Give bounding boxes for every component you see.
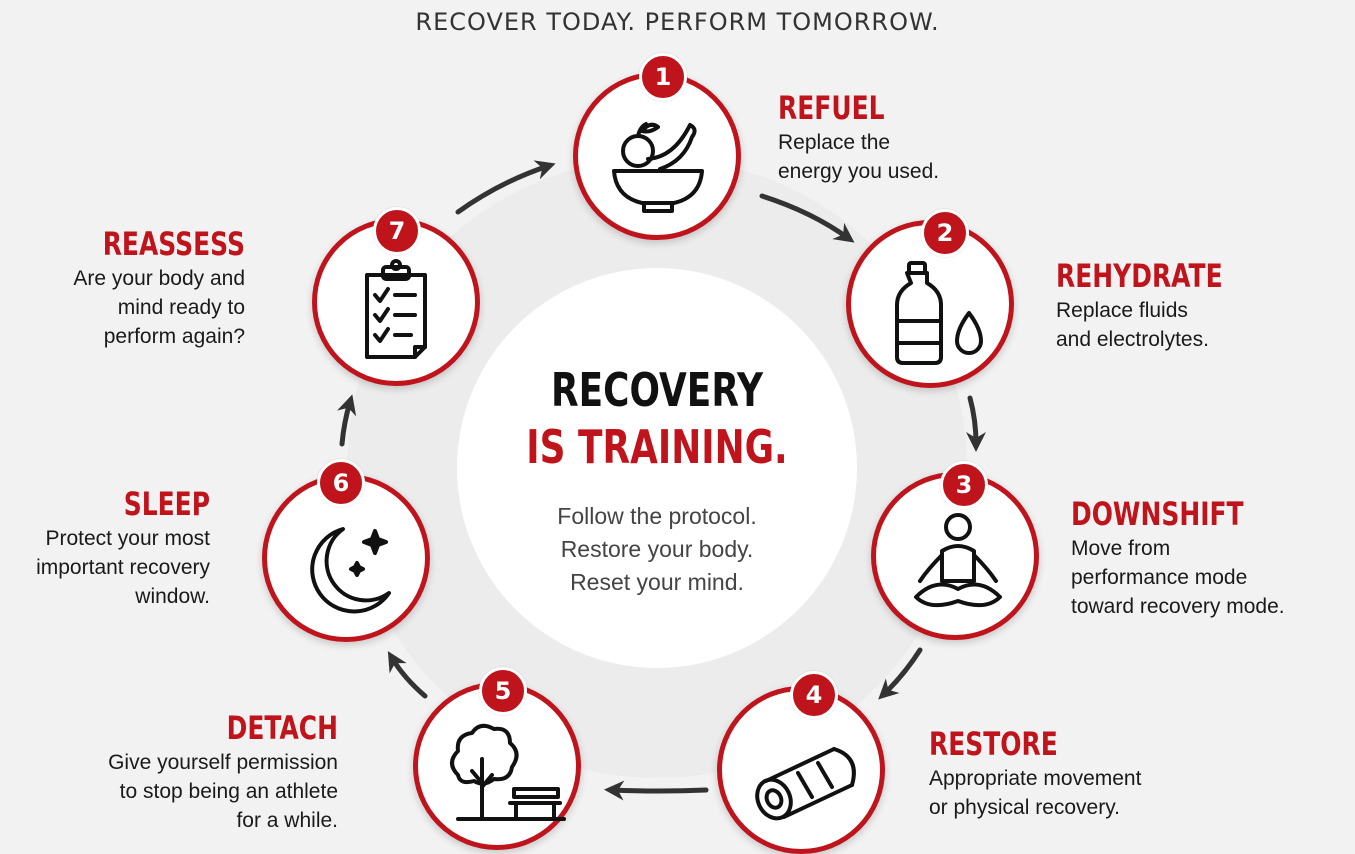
arrow-1-to-2 — [759, 193, 855, 243]
arrow-4-to-5 — [604, 780, 709, 801]
step-number-badge: 7 — [373, 207, 421, 255]
step-description-line: Give yourself permission — [108, 751, 338, 774]
step-description-line: perform again? — [103, 325, 245, 348]
step-description: Are your body and mind ready to perform ag… — [40, 264, 245, 351]
step-title: RESTORE — [929, 725, 1058, 763]
step-number-badge: 2 — [921, 209, 969, 257]
step-7-node: 7 — [312, 207, 480, 386]
arrow-5-to-6 — [387, 651, 428, 699]
center-subtitle-line: Reset your mind. — [570, 569, 744, 595]
step-description: Give yourself permission to stop being an… — [40, 748, 338, 835]
fruit-bowl-icon — [612, 122, 704, 213]
step-description: Protect your most important recovery windo… — [6, 524, 210, 611]
step-description-line: performance mode — [1071, 566, 1248, 589]
step-3-node: 3 — [871, 461, 1039, 640]
step-title: REHYDRATE — [1056, 257, 1223, 295]
step-number-badge: 3 — [940, 461, 988, 509]
step-description-line: Move from — [1071, 537, 1171, 560]
water-bottle-icon — [895, 261, 983, 365]
center-subtitle-line: Restore your body. — [560, 536, 754, 562]
step-description: Replace the energy you used. — [778, 128, 939, 186]
step-description-line: Appropriate movement — [929, 767, 1142, 790]
center-subtitle: Follow the protocol. Restore your body. … — [462, 500, 852, 599]
step-description-line: important recovery — [36, 556, 210, 579]
step-description-line: window. — [135, 585, 210, 608]
step-1-label: REFUEL Replace the energy you used. — [778, 90, 939, 186]
meditation-icon — [914, 513, 1002, 608]
step-description-line: Replace fluids — [1056, 299, 1188, 322]
step-description-line: Are your body and — [73, 267, 245, 290]
step-number-badge: 5 — [479, 667, 527, 715]
arrow-7-to-1 — [455, 160, 556, 215]
step-title: SLEEP — [123, 485, 210, 523]
foam-roller-icon — [755, 747, 856, 821]
step-title: REASSESS — [102, 225, 245, 263]
step-description-line: Replace the — [778, 131, 891, 154]
step-3-label: DOWNSHIFT Move from performance mode towar… — [1071, 496, 1292, 621]
arrow-3-to-4 — [878, 647, 923, 700]
step-7-label: REASSESS Are your body and mind ready to p… — [40, 226, 245, 351]
step-5-label: DETACH Give yourself permission to stop b… — [40, 710, 338, 835]
step-description: Appropriate movement or physical recovery… — [929, 764, 1141, 822]
checklist-clipboard-icon — [365, 259, 427, 359]
arrow-6-to-7 — [336, 394, 357, 447]
step-number-badge: 4 — [790, 671, 838, 719]
step-title: REFUEL — [778, 89, 885, 127]
park-bench-icon — [450, 723, 566, 821]
step-description: Move from performance mode toward recovery… — [1071, 534, 1292, 621]
arrow-2-to-3 — [965, 395, 986, 452]
center-subtitle-line: Follow the protocol. — [557, 503, 757, 529]
center-title-line1: RECOVERY — [551, 363, 763, 417]
step-5-node: 5 — [413, 667, 581, 850]
step-number-badge: 6 — [317, 459, 365, 507]
step-description-line: mind ready to — [117, 296, 245, 319]
step-title: DETACH — [226, 709, 338, 747]
tagline: RECOVER TODAY. PERFORM TOMORROW. — [415, 8, 940, 36]
step-4-node: 4 — [717, 671, 885, 854]
step-2-node: 2 — [846, 209, 1014, 388]
center-message: RECOVERY IS TRAINING. Follow the protoco… — [462, 362, 852, 599]
center-title-line2: IS TRAINING. — [526, 420, 788, 474]
step-1-node: 1 — [573, 53, 741, 240]
step-6-label: SLEEP Protect your most important recover… — [6, 486, 210, 611]
step-description-line: energy you used. — [778, 160, 940, 183]
moon-stars-icon — [310, 527, 391, 614]
step-number-badge: 1 — [639, 53, 687, 101]
step-4-label: RESTORE Appropriate movement or physical … — [929, 726, 1141, 822]
step-description-line: for a while. — [236, 809, 338, 832]
step-description-line: toward recovery mode. — [1071, 595, 1285, 618]
step-6-node: 6 — [262, 459, 430, 642]
step-description-line: or physical recovery. — [929, 796, 1121, 819]
step-2-label: REHYDRATE Replace fluids and electrolytes… — [1056, 258, 1270, 354]
step-description: Replace fluids and electrolytes. — [1056, 296, 1270, 354]
step-description-line: Protect your most — [45, 527, 210, 550]
step-description-line: and electrolytes. — [1056, 328, 1209, 351]
step-title: DOWNSHIFT — [1071, 495, 1244, 533]
step-description-line: to stop being an athlete — [119, 780, 338, 803]
